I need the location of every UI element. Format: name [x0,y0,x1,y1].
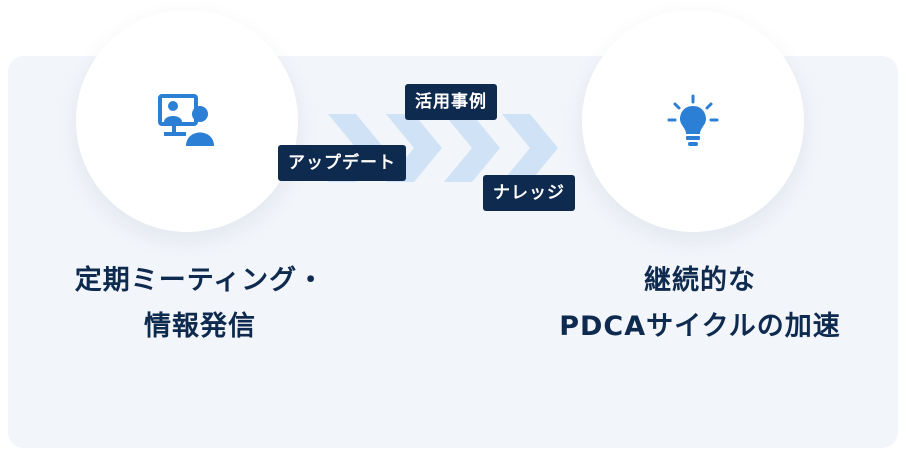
lightbulb-icon [667,94,719,146]
caption-meeting-line1: 定期ミーティング・ [74,265,326,296]
caption-pdca: 継続的な PDCAサイクルの加速 [520,258,880,350]
caption-meeting: 定期ミーティング・ 情報発信 [20,258,380,350]
tag-update: アップデート [278,145,406,181]
tag-use-cases: 活用事例 [405,84,497,120]
caption-pdca-line1: 継続的な [644,265,756,296]
tag-knowledge: ナレッジ [483,175,575,211]
idea-circle [582,10,804,232]
video-meeting-icon [158,94,214,146]
caption-pdca-line2: PDCAサイクルの加速 [559,311,841,342]
meeting-circle [76,10,298,232]
caption-meeting-line2: 情報発信 [144,311,256,342]
